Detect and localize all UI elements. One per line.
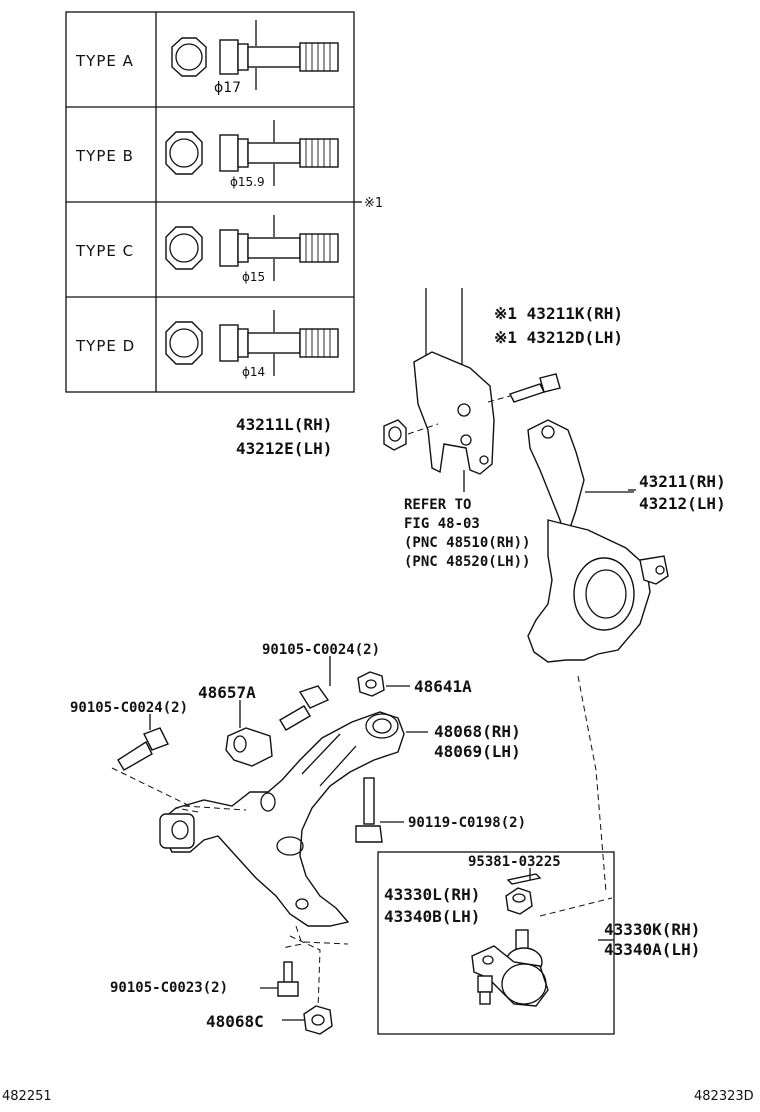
diagram-code-left: 482251 [2, 1089, 52, 1104]
note-ref-mark: ※1 [364, 196, 383, 211]
refer-line-2: FIG 48-03 [404, 516, 480, 532]
label-48641a: 48641A [414, 677, 472, 696]
ball-joint [471, 929, 549, 1007]
label-43212d: ※1 43212D(LH) [494, 328, 623, 347]
refer-line-3: (PNC 48510(RH)) [404, 535, 530, 551]
bolt-90105-c0023 [277, 961, 299, 997]
bolt-90105-left [117, 727, 169, 771]
label-48068c: 48068C [206, 1012, 264, 1031]
type-c-label: TYPE C [75, 242, 134, 260]
type-d-diameter: ϕ14 [242, 365, 265, 379]
bolt-drawing-type-b: ϕ15.9 [165, 120, 339, 189]
nut-48641a [357, 671, 385, 697]
type-d-label: TYPE D [75, 337, 135, 355]
bracket-48657a [225, 727, 273, 767]
label-43211k: ※1 43211K(RH) [494, 304, 623, 323]
type-c-diameter: ϕ15 [242, 270, 265, 284]
cam-nut [383, 419, 439, 451]
nut-48068c [303, 1005, 333, 1035]
label-43340a: 43340A(LH) [604, 940, 700, 959]
label-43340b: 43340B(LH) [384, 907, 480, 926]
bolt-90119 [355, 777, 383, 843]
bolt-drawing-type-a: ϕ17 [171, 20, 339, 96]
bolt-type-table: TYPE A TYPE B TYPE C TYPE D ϕ17 [65, 11, 383, 393]
label-43330l: 43330L(RH) [384, 885, 480, 904]
label-90119-c0198: 90119-C0198(2) [408, 815, 526, 831]
steering-knuckle [527, 419, 669, 663]
label-43212e: 43212E(LH) [236, 439, 332, 458]
bolt-90105-top [279, 685, 330, 731]
label-48068: 48068(RH) [434, 722, 521, 741]
refer-line-4: (PNC 48520(LH)) [404, 554, 530, 570]
diagram-code-right: 482323D [694, 1089, 754, 1104]
refer-line-1: REFER TO [404, 497, 471, 513]
ball-joint-detail-box [377, 851, 615, 1035]
label-43330k: 43330K(RH) [604, 920, 700, 939]
type-a-diameter: ϕ17 [214, 80, 241, 96]
label-90105-c0024-top: 90105-C0024(2) [262, 642, 380, 658]
lower-control-arm [159, 711, 405, 927]
strut-assembly [413, 288, 495, 492]
type-b-diameter: ϕ15.9 [230, 175, 265, 189]
label-90105-c0023: 90105-C0023(2) [110, 980, 228, 996]
label-43211l: 43211L(RH) [236, 415, 332, 434]
type-b-label: TYPE B [75, 147, 134, 165]
label-43211: 43211(RH) [639, 472, 726, 491]
strut-bracket [413, 351, 495, 475]
castle-nut [505, 887, 533, 915]
cotter-pin [506, 873, 542, 885]
label-48657a: 48657A [198, 683, 256, 702]
label-95381-03225: 95381-03225 [468, 854, 561, 870]
camber-bolt [487, 373, 561, 403]
label-48069: 48069(LH) [434, 742, 521, 761]
label-90105-c0024-left: 90105-C0024(2) [70, 700, 188, 716]
bolt-drawing-type-d: ϕ14 [165, 310, 339, 379]
label-43212: 43212(LH) [639, 494, 726, 513]
type-a-label: TYPE A [75, 52, 134, 70]
bolt-drawing-type-c: ϕ15 [165, 215, 339, 284]
